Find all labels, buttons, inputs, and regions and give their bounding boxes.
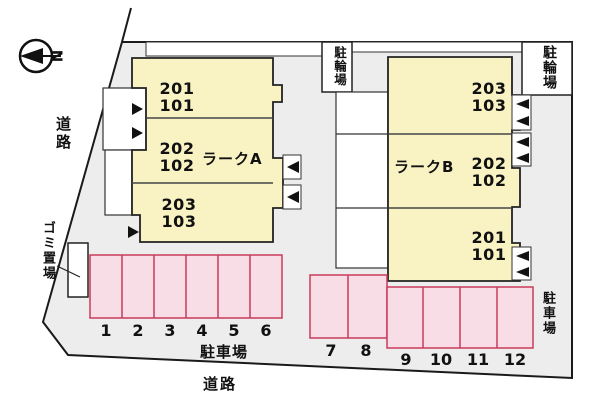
walkway-top-left: [145, 41, 323, 57]
parking-row-9-12: [386, 286, 534, 349]
parking-row-1-6: [89, 254, 283, 319]
entrance-arrow-icon: [516, 267, 529, 277]
approach-a-left: [102, 87, 147, 151]
garbage-area-label: ゴミ置場: [40, 221, 55, 281]
bike-parking-center-box: [321, 41, 353, 93]
corridor-building-b: [335, 91, 389, 269]
entrance-arrow-icon: [516, 153, 529, 163]
unit-number: 202: [471, 154, 507, 173]
building-a-unit-3: 203 103: [156, 196, 202, 230]
unit-number: 203: [471, 79, 507, 98]
entrance-arrow-icon: [516, 137, 529, 147]
building-b-unit-3: 201 101: [466, 229, 512, 263]
building-a: [131, 57, 284, 243]
unit-number: 203: [161, 195, 197, 214]
parking-number-1: 1: [100, 321, 112, 340]
unit-number: 103: [471, 96, 507, 115]
garbage-box: [67, 242, 89, 298]
building-a-unit-2: 202 102: [154, 140, 200, 174]
parking-number-9: 9: [400, 350, 412, 369]
unit-number: 102: [471, 171, 507, 190]
unit-number: 101: [471, 245, 507, 264]
unit-number: 201: [159, 79, 195, 98]
parking-number-6: 6: [260, 321, 272, 340]
entrance-arrow-icon: [516, 99, 529, 109]
bike-parking-center-label: 駐輪場: [332, 46, 347, 87]
building-a-name: ラークA: [202, 150, 263, 168]
parking-number-8: 8: [360, 341, 372, 360]
parking-number-12: 12: [503, 350, 527, 369]
building-a-unit-1: 201 101: [154, 80, 200, 114]
compass-icon: [18, 38, 61, 74]
entrance-arrow-icon: [516, 116, 529, 126]
building-b-unit-1: 203 103: [466, 80, 512, 114]
bike-parking-right-label: 駐輪場: [541, 45, 557, 90]
road-label-bottom: 道路: [203, 375, 238, 393]
parking-number-7: 7: [325, 341, 337, 360]
parking-number-10: 10: [429, 350, 453, 369]
bike-parking-right-box: [521, 41, 573, 96]
entrance-arrow-icon: [128, 226, 139, 238]
unit-number: 102: [159, 156, 195, 175]
parking-number-2: 2: [132, 321, 144, 340]
parking-row-7-8: [309, 274, 388, 339]
unit-number: 201: [471, 228, 507, 247]
unit-number: 103: [161, 212, 197, 231]
approach-a-column: [104, 149, 133, 216]
building-b-name: ラークB: [394, 158, 455, 176]
parking-label-right: 駐車場: [540, 291, 555, 336]
parking-number-4: 4: [196, 321, 208, 340]
parking-number-11: 11: [466, 350, 490, 369]
boundary-extension-line: [121, 7, 132, 43]
unit-number: 101: [159, 96, 195, 115]
building-b-unit-2: 202 102: [466, 155, 512, 189]
garbage-pointer-line: [56, 265, 81, 278]
entrance-arrow-icon: [132, 103, 143, 115]
entrance-arrow-icon: [287, 191, 299, 203]
entrance-arrow-icon: [287, 161, 299, 173]
parking-label-bottom: 駐車場: [200, 343, 249, 361]
entrance-arrow-icon: [516, 251, 529, 261]
compass-north-label: N: [47, 49, 66, 63]
parking-number-5: 5: [228, 321, 240, 340]
entrance-arrow-icon: [132, 127, 143, 139]
road-label-left: 道路: [54, 116, 72, 152]
parking-number-3: 3: [164, 321, 176, 340]
walkway-top-right: [351, 41, 523, 53]
unit-number: 202: [159, 139, 195, 158]
